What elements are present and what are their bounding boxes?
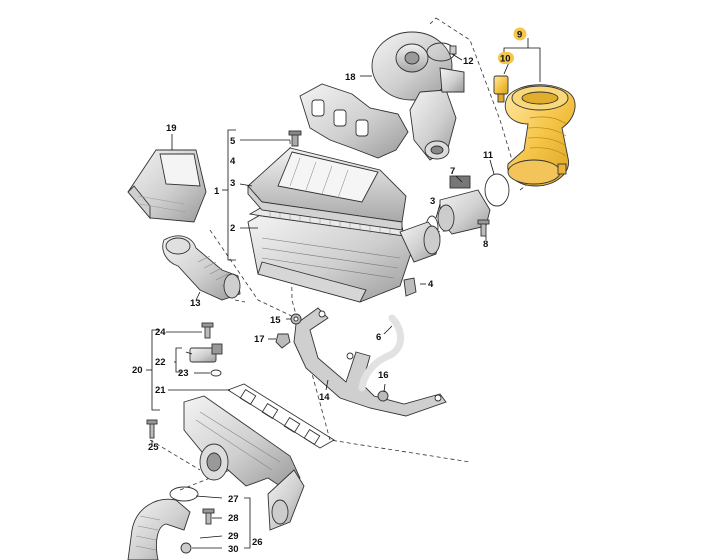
callout-30: 30 bbox=[228, 544, 239, 555]
callout-19: 19 bbox=[166, 123, 177, 134]
bolt-28 bbox=[202, 508, 215, 525]
nut-16 bbox=[377, 390, 389, 402]
callout-23: 23 bbox=[178, 368, 189, 379]
callout-29: 29 bbox=[228, 531, 239, 542]
sensor-22 bbox=[189, 343, 223, 363]
callout-4: 4 bbox=[230, 156, 236, 167]
callout-20: 20 bbox=[132, 365, 143, 376]
intake-hose-13 bbox=[162, 235, 241, 301]
o-ring-23 bbox=[210, 369, 222, 377]
callout-22: 22 bbox=[155, 357, 166, 368]
callout-4: 4 bbox=[428, 279, 434, 290]
callout-24: 24 bbox=[155, 327, 166, 338]
nut-17 bbox=[275, 333, 291, 349]
callout-17: 17 bbox=[254, 334, 265, 345]
callout-13: 13 bbox=[190, 298, 201, 309]
intake-hose-9 bbox=[504, 84, 576, 187]
callout-26: 26 bbox=[252, 537, 263, 548]
callout-18: 18 bbox=[345, 72, 356, 83]
bracket-rail-14 bbox=[293, 307, 447, 417]
callout-7: 7 bbox=[450, 166, 455, 177]
callout-3: 3 bbox=[430, 196, 435, 207]
callout-11: 11 bbox=[483, 150, 494, 161]
callout-labels: 1 2 3 3 4 4 5 6 7 8 9 10 11 12 13 14 15 … bbox=[132, 27, 527, 555]
pipe-6 bbox=[358, 314, 404, 392]
callout-28: 28 bbox=[228, 513, 239, 524]
callout-27: 27 bbox=[228, 494, 239, 505]
callout-12: 12 bbox=[463, 56, 474, 67]
washer-30 bbox=[180, 542, 192, 554]
callout-9-highlight: 9 bbox=[513, 27, 527, 41]
callout-14: 14 bbox=[319, 392, 330, 403]
callout-5: 5 bbox=[230, 136, 236, 147]
callout-25: 25 bbox=[148, 442, 159, 453]
callout-2: 2 bbox=[230, 223, 235, 234]
callout-1: 1 bbox=[214, 186, 220, 197]
turbocharger-assembly bbox=[299, 31, 465, 161]
lower-hose-29 bbox=[127, 498, 191, 560]
callout-10: 10 bbox=[500, 54, 511, 65]
stud-25 bbox=[146, 419, 158, 439]
rubber-mount-4 bbox=[403, 277, 417, 297]
screw-5 bbox=[288, 130, 302, 147]
screw-8 bbox=[477, 219, 490, 237]
callout-8: 8 bbox=[483, 239, 488, 250]
throttle-body-26 bbox=[267, 469, 305, 531]
callout-3: 3 bbox=[230, 178, 235, 189]
clamp-27 bbox=[169, 486, 199, 502]
callout-15: 15 bbox=[270, 315, 281, 326]
screw-24 bbox=[201, 322, 214, 339]
callout-9: 9 bbox=[517, 30, 522, 41]
air-guide-19 bbox=[127, 149, 207, 223]
clamp-11 bbox=[484, 173, 510, 207]
callout-6: 6 bbox=[376, 332, 381, 343]
leader-lines bbox=[146, 38, 541, 549]
air-filter-housing bbox=[247, 147, 441, 303]
sensor-10 bbox=[493, 75, 509, 103]
nut-15 bbox=[290, 313, 302, 325]
manifold-gasket-21 bbox=[226, 383, 335, 449]
clamp-ring-12 bbox=[426, 42, 457, 62]
air-flow-meter-7 bbox=[437, 175, 491, 235]
callout-21: 21 bbox=[155, 385, 166, 396]
intake-manifold bbox=[183, 395, 301, 487]
callout-10-highlight: 10 bbox=[498, 52, 514, 65]
callout-16: 16 bbox=[378, 370, 389, 381]
